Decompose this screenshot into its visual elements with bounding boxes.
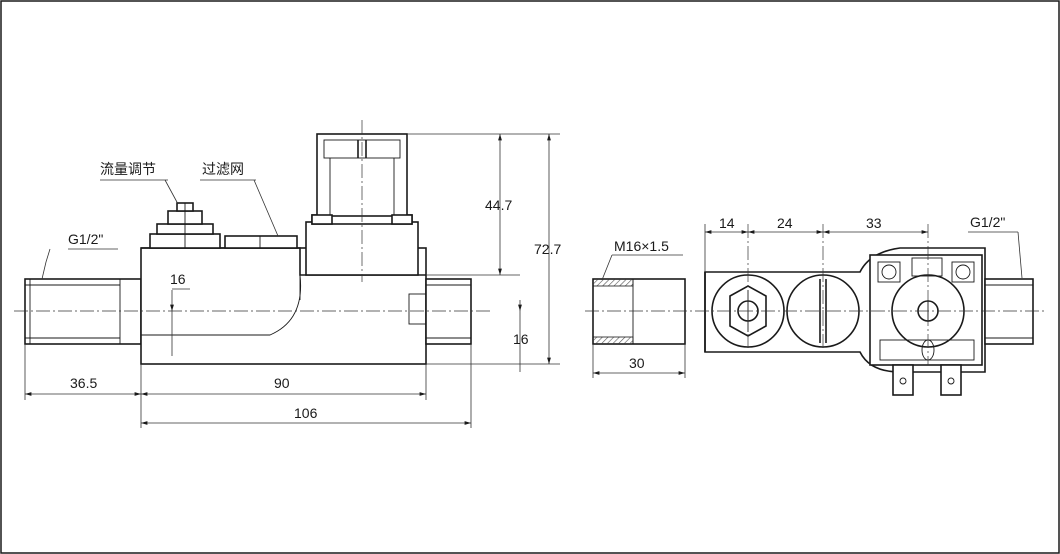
flow-adjust-label: 流量调节 [100, 162, 156, 178]
filter-label: 过滤网 [202, 162, 244, 178]
left-valve-view [14, 120, 560, 428]
dim-90: 90 [274, 375, 290, 391]
thread-label-right: G1/2" [970, 214, 1006, 230]
dim-24: 24 [777, 215, 793, 231]
dim-106: 106 [294, 405, 318, 421]
left-outlet-pipe [425, 278, 472, 345]
right-outlet-pipe [984, 278, 1034, 345]
dim-30: 30 [629, 355, 645, 371]
m16-inlet-pipe [592, 278, 686, 345]
thread-label-left: G1/2" [68, 231, 104, 247]
dim-72-7: 72.7 [534, 241, 562, 257]
dim-14: 14 [719, 215, 735, 231]
dim-44-7: 44.7 [485, 197, 513, 213]
thread-label-m16: M16×1.5 [614, 238, 669, 254]
right-valve-view [585, 224, 1045, 396]
left-inlet-pipe [24, 278, 142, 345]
dim-inner-16: 16 [170, 271, 186, 287]
dim-right-16: 16 [513, 331, 529, 347]
dim-33: 33 [866, 215, 882, 231]
dim-36-5: 36.5 [70, 375, 98, 391]
